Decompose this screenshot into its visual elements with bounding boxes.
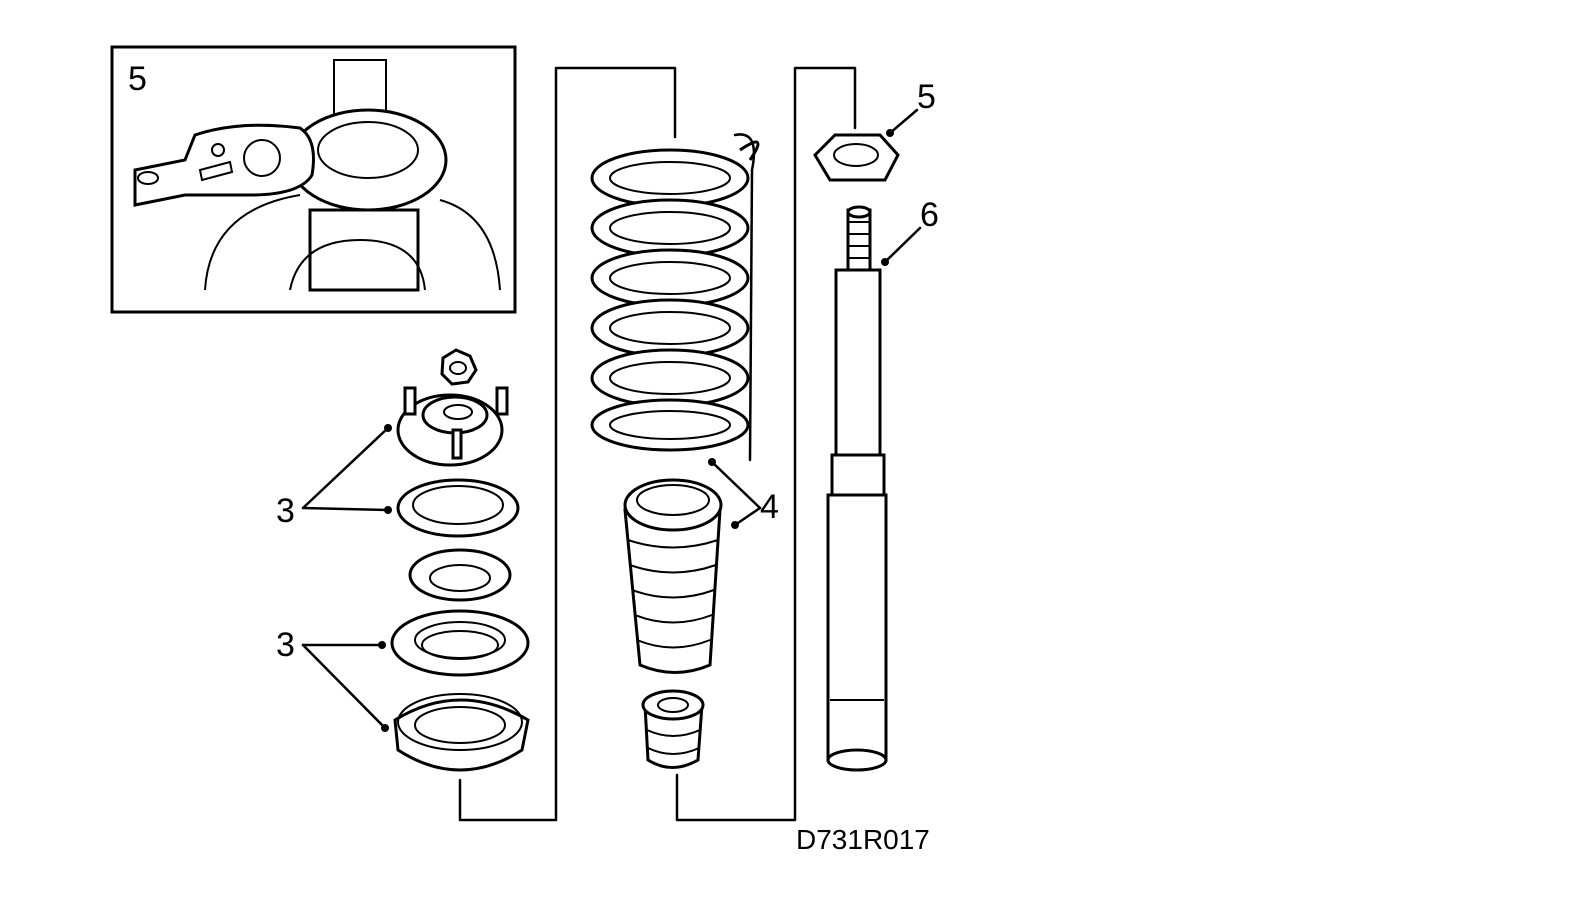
- spring-and-boot: [590, 133, 760, 769]
- inset-detail: [110, 45, 517, 314]
- leader-lines: [301, 108, 922, 732]
- callout-6: 6: [920, 196, 939, 234]
- callout-3-lower: 3: [276, 626, 295, 664]
- upper-mount-stack: [390, 348, 530, 772]
- callout-4: 4: [760, 488, 779, 526]
- callout-3-upper: 3: [276, 492, 295, 530]
- inset-label: 5: [128, 60, 147, 98]
- grouping-brackets: [458, 66, 857, 822]
- shock-absorber: [813, 133, 900, 772]
- drawing-code: D731R017: [796, 824, 930, 855]
- callout-5: 5: [917, 78, 936, 116]
